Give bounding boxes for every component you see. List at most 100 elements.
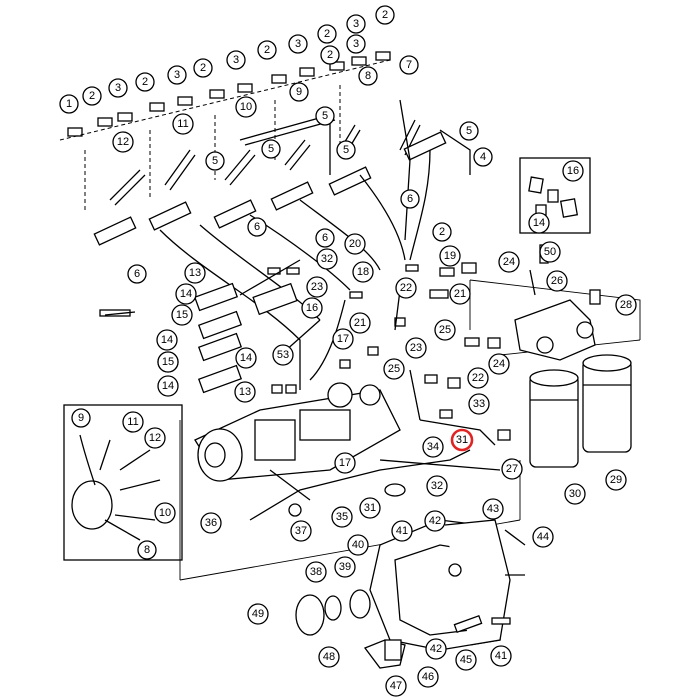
callout-32: 32 — [316, 248, 338, 270]
callout-label: 25 — [388, 363, 400, 375]
callout-label: 14 — [161, 334, 173, 346]
callout-label: 14 — [533, 217, 545, 229]
callout-circle — [193, 58, 213, 78]
callout-label: 31 — [364, 502, 376, 514]
callout-38: 38 — [305, 561, 327, 583]
callout-circle — [439, 245, 461, 267]
callout-circle — [532, 526, 554, 548]
callout-circle — [156, 329, 178, 351]
callout-circle — [59, 94, 79, 114]
gear-housing — [295, 519, 526, 669]
callout-label: 35 — [336, 511, 348, 523]
injector-bodies — [93, 119, 447, 246]
callout-41: 41 — [391, 520, 413, 542]
callout-label: 24 — [493, 358, 505, 370]
callout-circle — [467, 367, 489, 389]
callout-label: 3 — [233, 54, 239, 66]
callout-5: 5 — [459, 121, 479, 141]
callout-15: 15 — [157, 351, 179, 373]
callout-3: 3 — [108, 78, 128, 98]
inset-detail-left — [63, 404, 183, 561]
callout-circle — [320, 45, 340, 65]
callout-14: 14 — [156, 329, 178, 351]
callout-2: 2 — [432, 222, 452, 242]
fittings — [267, 262, 511, 446]
callout-label: 40 — [352, 539, 364, 551]
callout-label: 46 — [422, 671, 434, 683]
callout-label: 14 — [240, 352, 252, 364]
callout-circle — [383, 358, 405, 380]
callout-36: 36 — [200, 512, 222, 534]
callout-24: 24 — [498, 251, 520, 273]
callout-circle — [171, 304, 193, 326]
callout-label: 16 — [306, 302, 318, 314]
callout-label: 5 — [322, 110, 328, 122]
callout-13: 13 — [234, 381, 256, 403]
callout-label: 6 — [134, 268, 140, 280]
callout-35: 35 — [331, 506, 353, 528]
callout-2: 2 — [320, 45, 340, 65]
callout-9: 9 — [71, 408, 91, 428]
callout-label: 2 — [327, 49, 333, 61]
callout-14: 14 — [528, 212, 550, 234]
callout-label: 5 — [212, 155, 218, 167]
callout-label: 31 — [456, 434, 468, 446]
callout-label: 3 — [115, 82, 121, 94]
callout-label: 25 — [439, 324, 451, 336]
callout-42: 42 — [424, 510, 446, 532]
callout-circle — [347, 534, 369, 556]
callout-circle — [272, 344, 294, 366]
callout-5: 5 — [315, 106, 335, 126]
callout-label: 38 — [310, 566, 322, 578]
callout-label: 20 — [349, 238, 361, 250]
callout-21: 21 — [449, 283, 471, 305]
callout-39: 39 — [334, 556, 356, 578]
callout-circle — [315, 106, 335, 126]
callout-2: 2 — [135, 72, 155, 92]
callout-circle — [167, 65, 187, 85]
callout-circle — [144, 427, 166, 449]
callout-27: 27 — [501, 458, 523, 480]
callout-circle — [488, 353, 510, 375]
callout-circle — [385, 675, 407, 697]
callout-14: 14 — [157, 375, 179, 397]
callout-circle — [501, 458, 523, 480]
callout-circle — [112, 131, 134, 153]
callout-40: 40 — [347, 534, 369, 556]
callout-6: 6 — [127, 264, 147, 284]
callout-8: 8 — [137, 540, 157, 560]
callout-label: 37 — [295, 525, 307, 537]
callout-16: 16 — [562, 160, 584, 182]
callout-label: 5 — [466, 125, 472, 137]
callout-label: 4 — [480, 151, 486, 163]
callout-label: 32 — [431, 480, 443, 492]
callout-label: 5 — [343, 144, 349, 156]
callout-30: 30 — [564, 483, 586, 505]
callout-circle — [289, 82, 309, 102]
callout-circle — [135, 72, 155, 92]
callout-label: 8 — [365, 70, 371, 82]
callout-11: 11 — [122, 411, 144, 433]
callout-3: 3 — [226, 50, 246, 70]
callout-label: 3 — [353, 38, 359, 50]
callout-circle — [137, 540, 157, 560]
callout-label: 26 — [551, 275, 563, 287]
callout-label: 9 — [78, 412, 84, 424]
callout-circle — [127, 264, 147, 284]
callout-6: 6 — [400, 189, 420, 209]
callout-18: 18 — [352, 261, 374, 283]
callout-23: 23 — [405, 337, 427, 359]
callout-circle — [306, 276, 328, 298]
callout-label: 12 — [149, 432, 161, 444]
callout-label: 17 — [339, 457, 351, 469]
callout-circle — [375, 5, 395, 25]
callout-47: 47 — [385, 675, 407, 697]
callout-circle — [301, 297, 323, 319]
callout-37: 37 — [290, 520, 312, 542]
callout-1: 1 — [59, 94, 79, 114]
callout-label: 42 — [430, 643, 442, 655]
callout-label: 9 — [296, 86, 302, 98]
callout-31: 31 — [359, 497, 381, 519]
callout-label: 34 — [427, 441, 439, 453]
